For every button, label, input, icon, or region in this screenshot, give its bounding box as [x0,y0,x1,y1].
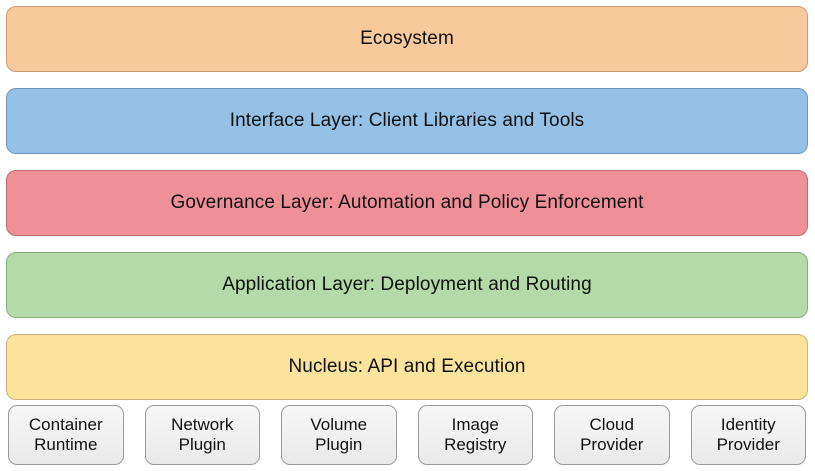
layer-label: Interface Layer: Client Libraries and To… [229,110,585,131]
plugin-label-line2: Runtime [34,435,98,454]
plugin-row: Container Runtime Network Plugin Volume … [8,405,806,465]
layer-label: Nucleus: API and Execution [288,356,526,377]
plugin-box-container-runtime[interactable]: Container Runtime [8,405,124,465]
plugin-box-image-registry[interactable]: Image Registry [417,405,533,465]
layer-label: Governance Layer: Automation and Policy … [170,192,644,213]
layer-bar-nucleus[interactable]: Nucleus: API and Execution [6,334,808,400]
layer-label: Ecosystem [360,28,454,49]
plugin-label-line1: Container [28,414,103,434]
layer-bar-interface[interactable]: Interface Layer: Client Libraries and To… [6,88,808,154]
plugin-label-line1: Identity [720,414,776,434]
plugin-label-line2: Plugin [178,435,226,454]
plugin-box-identity-provider[interactable]: Identity Provider [690,405,806,465]
layer-stack: Ecosystem Interface Layer: Client Librar… [6,6,808,400]
layer-label: Application Layer: Deployment and Routin… [222,274,592,295]
plugin-box-cloud-provider[interactable]: Cloud Provider [554,405,670,465]
plugin-box-network-plugin[interactable]: Network Plugin [144,405,260,465]
plugin-label-line2: Provider [716,435,780,454]
plugin-label-line2: Plugin [315,435,363,454]
layer-bar-ecosystem[interactable]: Ecosystem [6,6,808,72]
plugin-label-line2: Provider [580,435,644,454]
plugin-label-line1: Cloud [589,414,634,434]
plugin-label-line2: Registry [444,435,507,454]
plugin-box-volume-plugin[interactable]: Volume Plugin [281,405,397,465]
plugin-label-line1: Network [171,414,234,434]
plugin-label-line1: Volume [310,414,368,434]
layer-bar-application[interactable]: Application Layer: Deployment and Routin… [6,252,808,318]
layer-bar-governance[interactable]: Governance Layer: Automation and Policy … [6,170,808,236]
plugin-label-line1: Image [451,414,499,434]
